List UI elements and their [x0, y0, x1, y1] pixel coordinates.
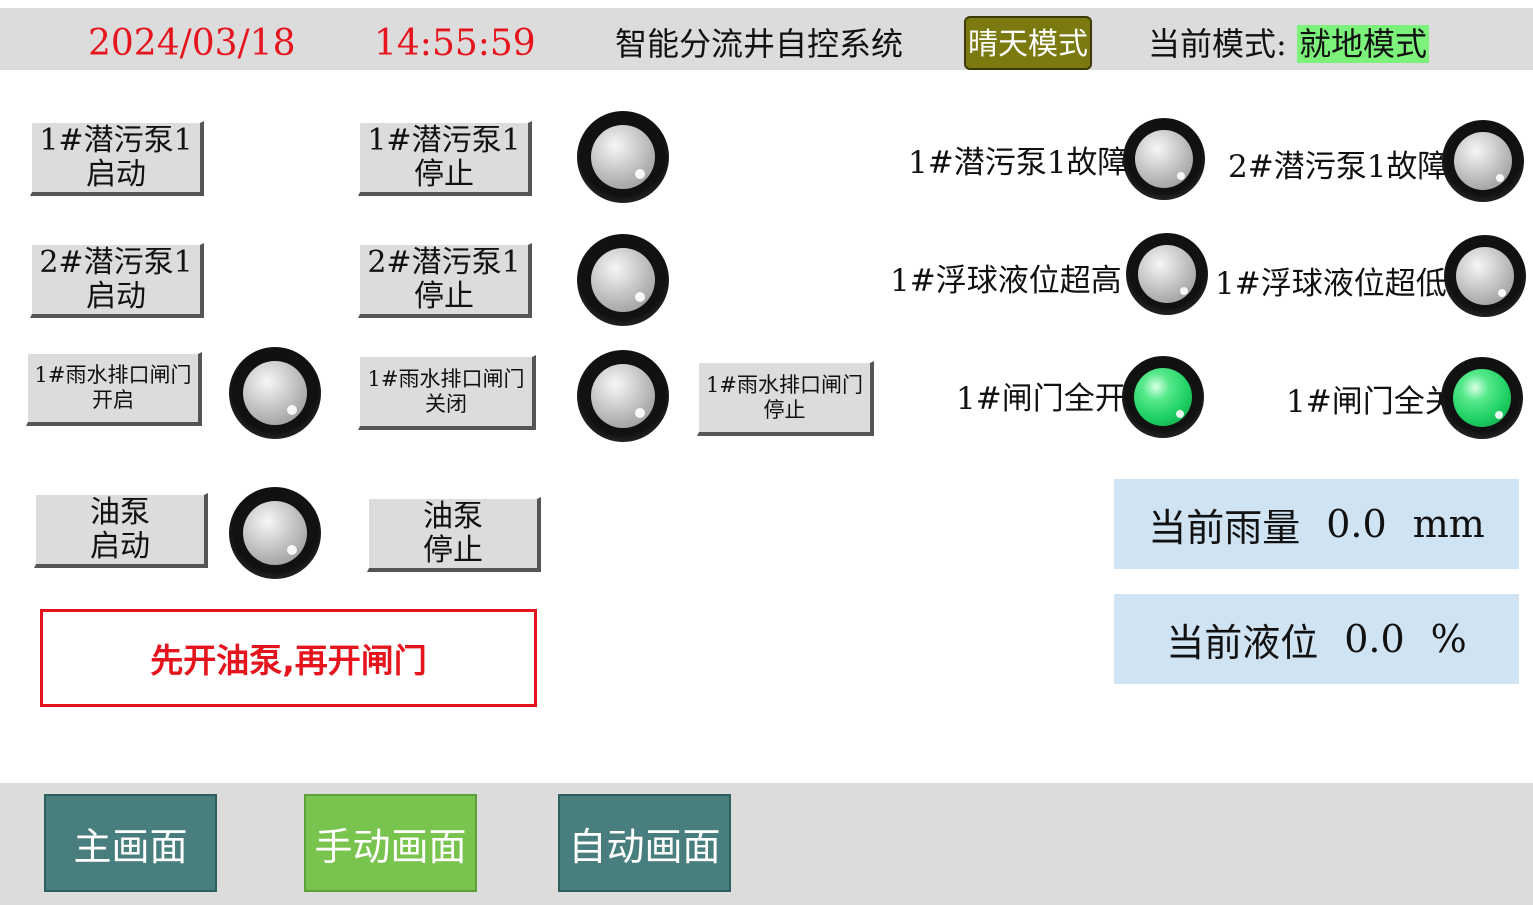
pump2-1-run-lamp: [577, 234, 669, 326]
gate-open-button[interactable]: 1#雨水排口闸门 开启: [26, 352, 202, 426]
gate-fully-open-label: 1#闸门全开: [956, 381, 1126, 417]
lamp-glint: [635, 292, 645, 302]
gate-stop-button[interactable]: 1#雨水排口闸门 停止: [697, 361, 874, 436]
lamp-glint: [287, 405, 297, 415]
lamp-face: [243, 361, 307, 425]
button-line-2: 停止: [763, 397, 806, 422]
button-line-2: 启动: [90, 528, 150, 564]
lamp-glint: [1176, 410, 1184, 418]
button-line-1: 1#潜污泵1: [367, 122, 521, 158]
pump1-1-fault-label: 1#潜污泵1故障: [908, 145, 1129, 181]
lamp-face: [591, 364, 655, 428]
pump2-1-stop-button[interactable]: 2#潜污泵1 停止: [358, 243, 532, 318]
nav-manual-screen[interactable]: 手动画面: [304, 794, 477, 892]
level-label: 当前液位: [1166, 620, 1319, 665]
lamp-face: [1138, 245, 1196, 303]
gate-close-lamp: [577, 350, 669, 442]
float-level-low-label: 1#浮球液位超低: [1215, 266, 1447, 302]
current-mode-value: 就地模式: [1296, 25, 1429, 63]
gate-fully-open-lamp: [1122, 356, 1204, 438]
button-line-1: 1#雨水排口闸门: [367, 366, 525, 391]
button-line-1: 1#雨水排口闸门: [706, 372, 863, 397]
lamp-face: [243, 501, 307, 565]
button-line-2: 开启: [92, 388, 134, 412]
operation-warning: 先开油泵,再开闸门: [40, 609, 537, 707]
oil-pump-start-button[interactable]: 油泵 启动: [34, 493, 208, 568]
level-readout: 当前液位 0.0 %: [1114, 594, 1519, 684]
oil-pump-stop-button[interactable]: 油泵 停止: [367, 497, 541, 572]
pump2-1-start-button[interactable]: 2#潜污泵1 启动: [30, 243, 204, 318]
button-line-1: 油泵: [90, 494, 150, 530]
lamp-glint: [287, 545, 297, 555]
button-line-1: 2#潜污泵1: [39, 244, 193, 280]
lamp-face: [1134, 368, 1192, 426]
sunny-mode-button[interactable]: 晴天模式: [964, 16, 1092, 70]
pump1-1-fault-lamp: [1123, 118, 1205, 200]
button-line-2: 关闭: [425, 391, 467, 416]
rainfall-label: 当前雨量: [1148, 505, 1301, 550]
pump1-1-start-button[interactable]: 1#潜污泵1 启动: [30, 121, 204, 196]
rainfall-readout: 当前雨量 0.0 mm: [1114, 479, 1519, 569]
gate-close-button[interactable]: 1#雨水排口闸门 关闭: [358, 355, 536, 430]
float-level-high-label: 1#浮球液位超高: [890, 263, 1122, 299]
footer-bar: [0, 783, 1533, 905]
gate-fully-closed-lamp: [1441, 357, 1523, 439]
lamp-glint: [1498, 289, 1506, 297]
float-level-low-lamp: [1444, 235, 1526, 317]
gate-open-lamp: [229, 347, 321, 439]
lamp-glint: [1496, 174, 1504, 182]
rainfall-value: 0.0: [1326, 502, 1387, 546]
pump2-1-fault-label: 2#潜污泵1故障: [1228, 149, 1449, 185]
button-line-2: 停止: [414, 156, 474, 192]
button-line-2: 停止: [414, 278, 474, 314]
gate-fully-closed-label: 1#闸门全关: [1286, 384, 1456, 420]
pump1-1-stop-button[interactable]: 1#潜污泵1 停止: [358, 121, 532, 196]
date-display: 2024/03/18: [88, 23, 296, 64]
button-line-2: 停止: [423, 532, 483, 568]
lamp-glint: [635, 169, 645, 179]
lamp-glint: [1180, 287, 1188, 295]
lamp-glint: [635, 408, 645, 418]
lamp-face: [1135, 130, 1193, 188]
button-line-1: 1#雨水排口闸门: [34, 363, 192, 387]
oil-pump-lamp: [229, 487, 321, 579]
pump1-1-run-lamp: [577, 111, 669, 203]
button-line-2: 启动: [86, 156, 146, 192]
nav-main-screen[interactable]: 主画面: [44, 794, 217, 892]
lamp-glint: [1495, 411, 1503, 419]
rainfall-unit: mm: [1412, 502, 1485, 546]
system-title: 智能分流井自控系统: [615, 25, 904, 63]
current-mode: 当前模式: 就地模式: [1148, 22, 1429, 66]
button-line-1: 油泵: [423, 498, 483, 534]
button-line-1: 2#潜污泵1: [367, 244, 521, 280]
lamp-face: [1456, 247, 1514, 305]
pump2-1-fault-lamp: [1442, 120, 1524, 202]
level-value: 0.0: [1344, 617, 1405, 661]
level-unit: %: [1430, 617, 1467, 661]
lamp-face: [1454, 132, 1512, 190]
lamp-face: [591, 248, 655, 312]
header-bar: [0, 8, 1533, 70]
lamp-face: [591, 125, 655, 189]
lamp-face: [1453, 369, 1511, 427]
button-line-2: 启动: [86, 278, 146, 314]
button-line-1: 1#潜污泵1: [39, 122, 193, 158]
float-level-high-lamp: [1126, 233, 1208, 315]
lamp-glint: [1177, 172, 1185, 180]
nav-auto-screen[interactable]: 自动画面: [558, 794, 731, 892]
current-mode-label: 当前模式:: [1148, 25, 1287, 63]
time-display: 14:55:59: [374, 23, 536, 64]
